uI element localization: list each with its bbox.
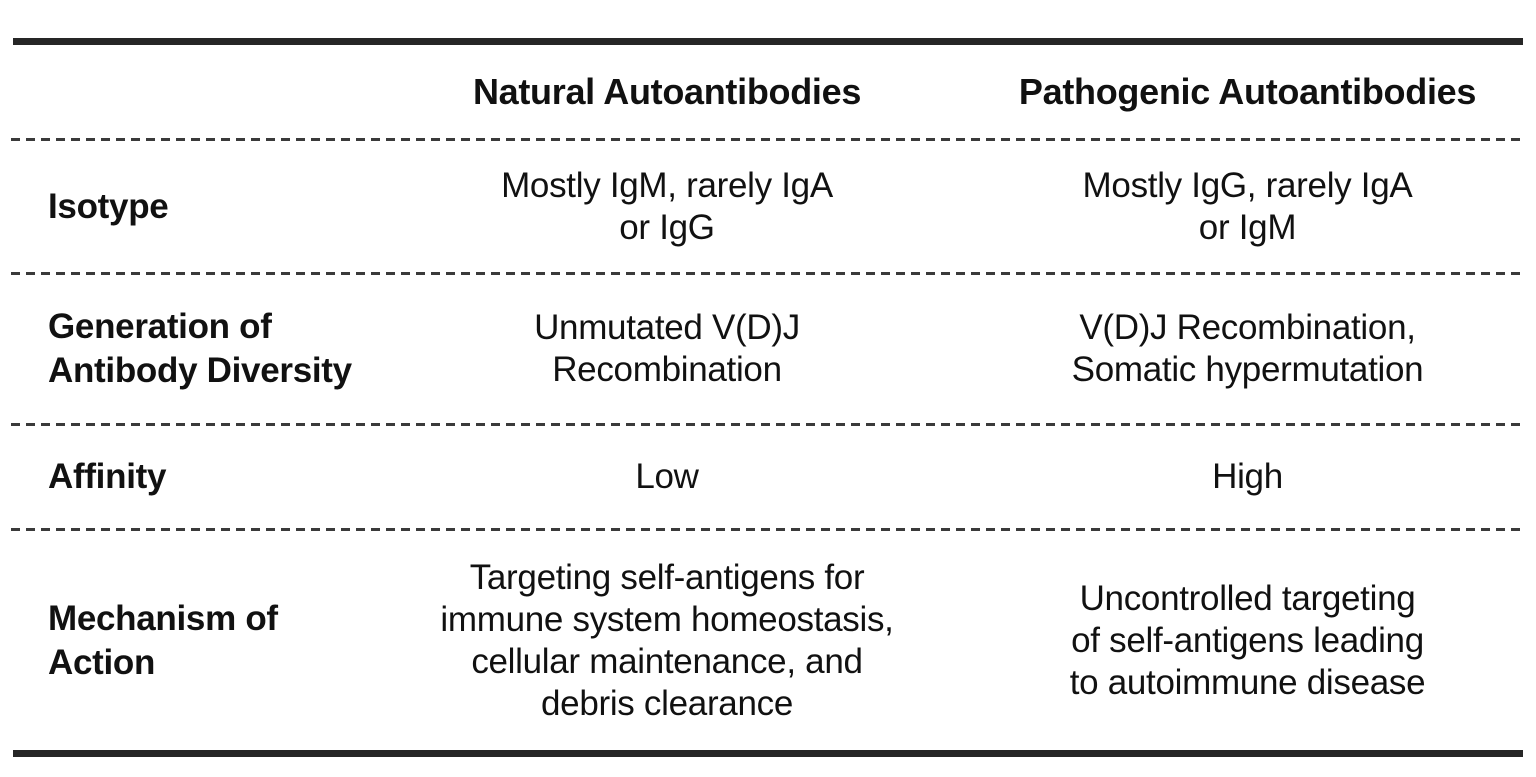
- table-row-mechanism: Mechanism of Action Targeting self-antig…: [0, 531, 1536, 750]
- top-rule: [13, 38, 1523, 45]
- cell-generation-pathogenic: V(D)J Recombination, Somatic hypermutati…: [1071, 308, 1424, 389]
- table-row-isotype: Isotype Mostly IgM, rarely IgA or IgG Mo…: [0, 141, 1536, 272]
- row-label-isotype: Isotype: [48, 186, 169, 226]
- row-separator: [11, 138, 1525, 141]
- cell-affinity-natural: Low: [635, 457, 699, 496]
- cell-isotype-pathogenic: Mostly IgG, rarely IgA or IgM: [1082, 165, 1413, 247]
- table-row-generation: Generation of Antibody Diversity Unmutat…: [0, 275, 1536, 423]
- header-row: Natural Autoantibodies Pathogenic Autoan…: [0, 45, 1536, 138]
- cell-mechanism-natural: Targeting self-antigens for immune syste…: [440, 557, 894, 723]
- row-separator: [11, 528, 1525, 531]
- column-header-natural: Natural Autoantibodies: [472, 70, 862, 112]
- column-header-pathogenic: Pathogenic Autoantibodies: [1018, 70, 1477, 112]
- row-separator: [11, 423, 1525, 426]
- row-separator: [11, 272, 1525, 275]
- table-row-affinity: Affinity Low High: [0, 426, 1536, 528]
- row-label-mechanism: Mechanism of Action: [48, 598, 278, 682]
- row-label-generation: Generation of Antibody Diversity: [48, 307, 352, 390]
- cell-isotype-natural: Mostly IgM, rarely IgA or IgG: [501, 165, 833, 247]
- row-label-affinity: Affinity: [48, 457, 167, 496]
- bottom-rule: [13, 750, 1523, 757]
- cell-affinity-pathogenic: High: [1212, 457, 1283, 496]
- cell-generation-natural: Unmutated V(D)J Recombination: [534, 308, 800, 389]
- cell-mechanism-pathogenic: Uncontrolled targeting of self-antigens …: [1069, 578, 1426, 702]
